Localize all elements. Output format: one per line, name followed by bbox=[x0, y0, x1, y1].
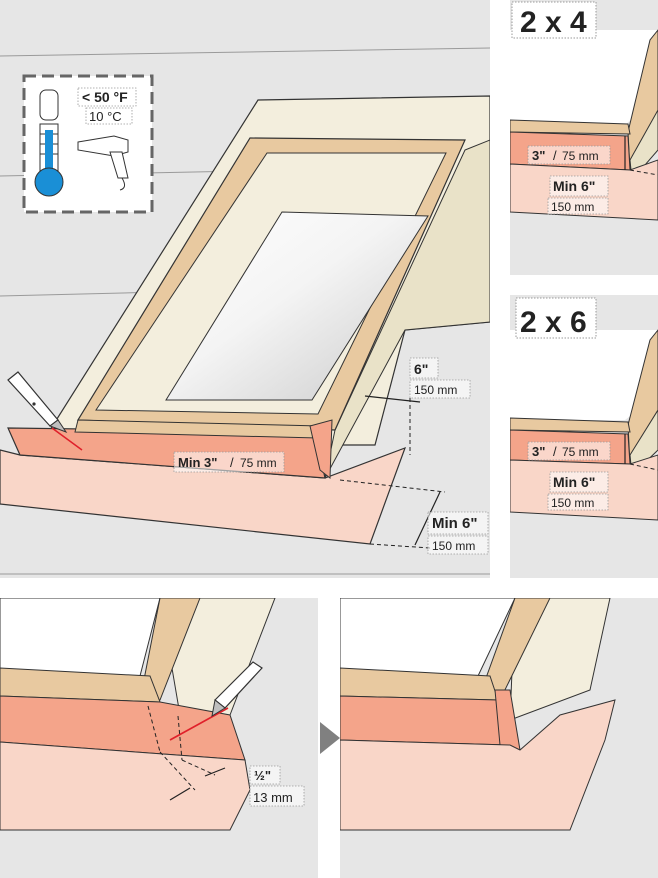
min-3-label: Min 3" bbox=[178, 455, 217, 470]
min-6-label-2x6: Min 6" bbox=[553, 474, 595, 490]
six-in-label: 6" bbox=[414, 361, 428, 377]
badge-2x4: 2 x 4 bbox=[520, 6, 587, 39]
half-in-label: ½" bbox=[254, 768, 271, 783]
min-6-mm-2x4: 150 mm bbox=[551, 200, 594, 214]
cut-line-bottom bbox=[169, 707, 229, 741]
heat-gun-icon bbox=[77, 135, 129, 191]
min-6-mm-2x6: 150 mm bbox=[551, 496, 594, 510]
bottom-right-panel bbox=[340, 598, 658, 878]
half-in-mm: 13 mm bbox=[253, 790, 293, 805]
min-3-sep: / bbox=[230, 455, 234, 470]
thermometer-icon bbox=[34, 89, 64, 197]
utility-knife-icon-bottom bbox=[211, 661, 263, 718]
side-panel-2x4: 2 x 4 3" / 75 mm Min 6" 150 mm bbox=[510, 0, 658, 275]
temp-celsius: 10 °C bbox=[89, 109, 122, 124]
bottom-left-panel: ½" 13 mm bbox=[0, 598, 318, 878]
six-in-mm: 150 mm bbox=[414, 383, 457, 397]
badge-2x6: 2 x 6 bbox=[520, 306, 587, 339]
main-panel: < 50 °F 10 °C Min 3" / 75 mm 6" 150 mm M… bbox=[0, 0, 490, 578]
three-mm-2x4: 75 mm bbox=[562, 149, 599, 163]
min-3-mm: 75 mm bbox=[240, 456, 277, 470]
min-6-label-2x4: Min 6" bbox=[553, 178, 595, 194]
three-in-label-2x6: 3" bbox=[532, 444, 545, 459]
min-6-mm: 150 mm bbox=[432, 539, 475, 553]
three-in-label-2x4: 3" bbox=[532, 148, 545, 163]
next-arrow-icon bbox=[320, 722, 340, 754]
temp-fahrenheit: < 50 °F bbox=[82, 89, 128, 105]
utility-knife-icon bbox=[7, 371, 68, 434]
min-6-label: Min 6" bbox=[432, 515, 477, 532]
temperature-box: < 50 °F 10 °C bbox=[22, 74, 154, 214]
cut-line bbox=[51, 427, 83, 451]
three-sep-2x6: / bbox=[553, 444, 557, 459]
three-sep-2x4: / bbox=[553, 148, 557, 163]
side-panel-2x6: 2 x 6 3" / 75 mm Min 6" 150 mm bbox=[510, 295, 658, 578]
three-mm-2x6: 75 mm bbox=[562, 445, 599, 459]
